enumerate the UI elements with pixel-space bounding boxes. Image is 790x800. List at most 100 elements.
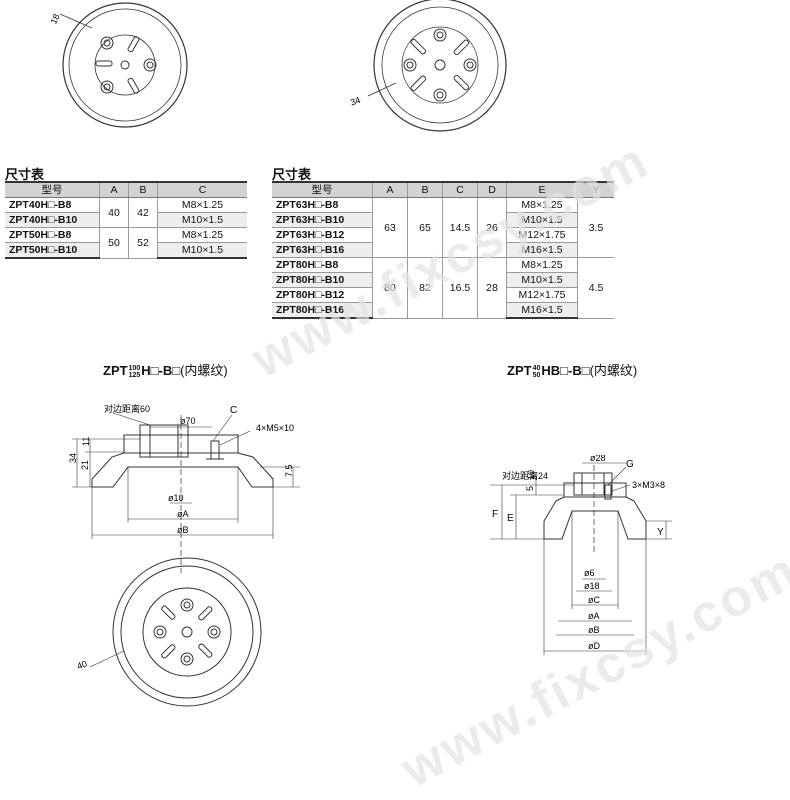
label-e: E [507,513,514,524]
b-cell: 65 [407,197,443,258]
a-cell: 40 [99,197,129,228]
table1-header-model: 型号 [5,181,100,198]
table2: 型号 A B C D E Y ZPT63H□-B8 63 65 14.5 26 … [272,181,614,319]
table1-header-b: B [128,181,158,198]
label-g: G [626,459,634,470]
label-phi-a: øA [177,509,189,519]
table2-header-model: 型号 [272,181,373,198]
c-cell: M8×1.25 [157,197,247,213]
table2-header-y: Y [577,181,614,198]
model-cell: ZPT40H□-B8 [5,197,100,213]
model-cell: ZPT63H□-B12 [272,227,373,243]
c-cell: 16.5 [442,257,478,319]
c-cell: 14.5 [442,197,478,258]
label-screw: 4×M5×10 [256,423,294,433]
table2-header-a: A [372,181,408,198]
title-rest: HB□-B□ [541,363,590,378]
top-view-medium: 34 [349,0,507,132]
label-phi70: ø70 [180,416,196,426]
label-18: 18 [48,12,61,25]
model-cell: ZPT80H□-B10 [272,272,373,288]
table-row: ZPT40H□-B10 M10×1.5 [5,212,247,228]
label-f: F [492,509,498,520]
model-cell: ZPT63H□-B8 [272,197,373,213]
e-cell: M8×1.25 [506,257,578,273]
b-cell: 42 [128,197,158,228]
label-phi-d: øD [588,641,600,651]
label-34: 34 [68,453,78,463]
d-cell: 26 [477,197,507,258]
table2-header-b: B [407,181,443,198]
e-cell: M12×1.75 [506,227,578,243]
label-34: 34 [349,95,362,108]
model-cell: ZPT63H□-B16 [272,242,373,258]
diagram-right-drawing: 对边距离24 ø28 G 3×M3×8 10 5 F E Y ø6 ø18 øC… [490,455,672,655]
label-screw: 3×M3×8 [632,480,665,490]
label-10: 10 [526,470,536,480]
label-hex-24: 对边距离24 [502,470,548,481]
model-cell: ZPT50H□-B10 [5,242,100,259]
d-cell: 28 [477,257,507,319]
title-main: ZPT [103,363,128,378]
model-cell: ZPT50H□-B8 [5,227,100,243]
title-sup-bottom: 50 [532,371,541,379]
label-hex-60: 对边距离60 [104,403,150,414]
title-sup-top: 40 [532,364,541,372]
table2-header-e: E [506,181,578,198]
c-cell: M10×1.5 [157,242,247,259]
a-cell: 80 [372,257,408,319]
c-cell: M10×1.5 [157,212,247,228]
a-cell: 50 [99,227,129,259]
y-cell: 4.5 [577,257,614,319]
top-views: 18 34 [48,0,507,132]
c-cell: M8×1.25 [157,227,247,243]
y-cell: 3.5 [577,197,614,258]
model-cell: ZPT40H□-B10 [5,212,100,228]
table1-header-a: A [99,181,129,198]
diagram-left-drawing: 对边距离60 C ø70 4×M5×10 34 21 11 7.5 ø10 øA… [68,403,300,707]
title-sup-top: 100 [128,364,141,372]
table1-title: 尺寸表 [5,167,45,182]
model-cell: ZPT80H□-B12 [272,287,373,303]
label-phi28: ø28 [590,455,606,463]
title-suffix: (内螺纹) [589,363,638,378]
table2-title: 尺寸表 [272,167,312,182]
label-phi-b: øB [177,525,189,535]
e-cell: M16×1.5 [506,302,578,319]
table-row: ZPT80H□-B12 M12×1.75 [272,287,614,303]
e-cell: M10×1.5 [506,212,578,228]
label-40: 40 [76,659,89,672]
model-cell: ZPT63H□-B10 [272,212,373,228]
label-5: 5 [525,486,535,491]
model-cell: ZPT80H□-B8 [272,257,373,273]
table1: 型号 A B C ZPT40H□-B8 40 42 M8×1.25 ZPT40H… [5,181,247,259]
label-21: 21 [80,460,90,470]
a-cell: 63 [372,197,408,258]
label-y: Y [657,527,664,538]
label-phi18: ø18 [584,581,600,591]
b-cell: 52 [128,227,158,259]
label-phi-a: øA [588,611,600,621]
e-cell: M12×1.75 [506,287,578,303]
b-cell: 82 [407,257,443,319]
top-view-small: 18 [48,2,188,128]
title-suffix: (内螺纹) [180,363,228,378]
label-phi-b: øB [588,625,600,635]
label-phi10: ø10 [168,493,184,503]
table2-header-d: D [477,181,507,198]
title-main: ZPT [507,363,532,378]
table-row: ZPT50H□-B8 50 52 M8×1.25 [5,227,247,259]
table-row: ZPT63H□-B8 63 65 14.5 26 M8×1.25 3.5 [272,197,614,258]
e-cell: M8×1.25 [506,197,578,213]
table-row: ZPT40H□-B8 40 42 M8×1.25 [5,197,247,228]
label-c: C [230,405,237,416]
title-rest: H□-B□ [141,363,181,378]
e-cell: M10×1.5 [506,272,578,288]
e-cell: M16×1.5 [506,242,578,258]
label-phi-c: øC [588,595,600,605]
table1-header-c: C [157,181,247,198]
